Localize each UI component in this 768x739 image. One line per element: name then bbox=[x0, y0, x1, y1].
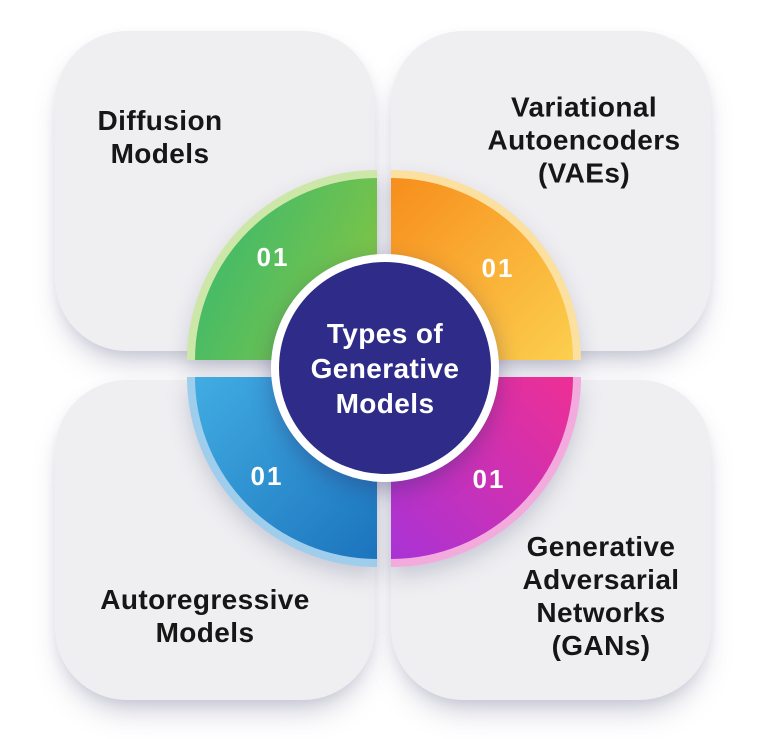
variational-autoencoders-label: Variational Autoencoders (VAEs) bbox=[487, 91, 681, 189]
autoregressive-models-label: Autoregressive Models bbox=[100, 584, 310, 648]
quadrant-diffusion-number: 01 bbox=[256, 242, 290, 272]
diffusion-models-label: Diffusion Models bbox=[97, 105, 223, 169]
quadrant-vaes-number: 01 bbox=[481, 253, 515, 283]
generative-adversarial-networks-label: Generative Adversarial Networks (GANs) bbox=[522, 531, 680, 661]
quadrant-gans-number: 01 bbox=[472, 464, 506, 494]
center-title: Types of Generative Models bbox=[310, 317, 460, 419]
quadrant-autoregressive-number: 01 bbox=[250, 461, 284, 491]
center-circle: Types of Generative Models bbox=[271, 254, 499, 482]
